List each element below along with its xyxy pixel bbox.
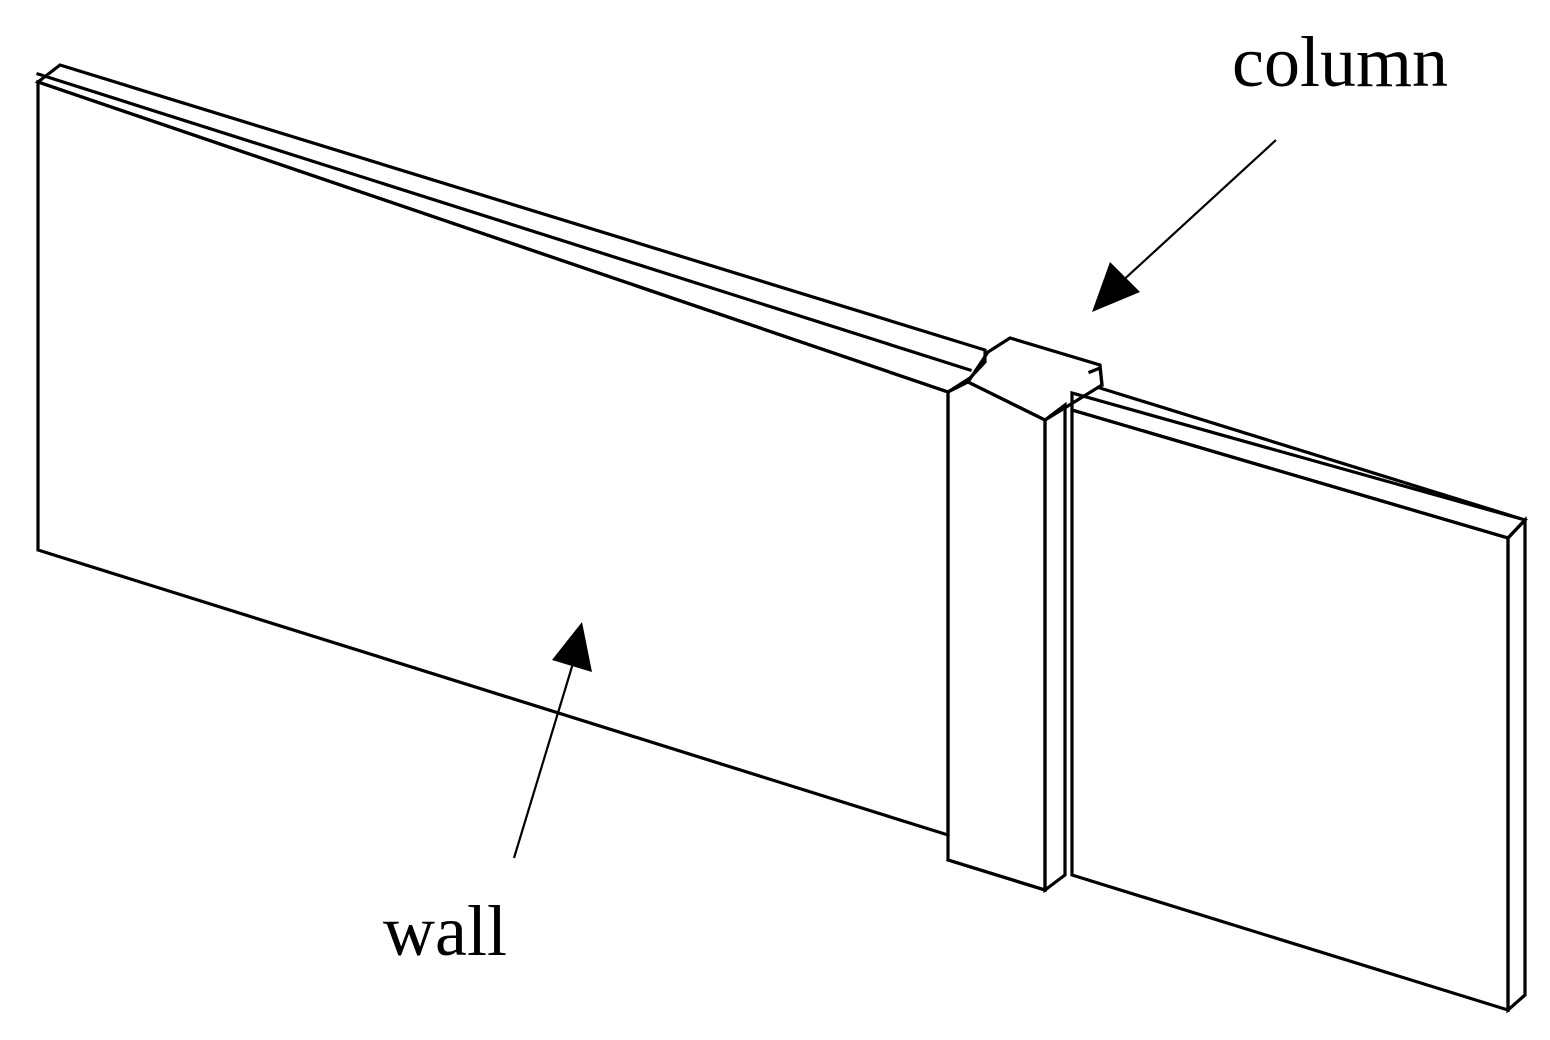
- right-wall-top-face: [1070, 390, 1528, 540]
- column-top-face: [965, 336, 1104, 422]
- column-top-notch: [1087, 365, 1104, 387]
- column-side-face: [1043, 401, 1067, 894]
- column-bottom-edge: [945, 857, 1048, 893]
- column-arrow-head: [1092, 262, 1140, 312]
- right-wall-front-face: [1070, 407, 1510, 1013]
- column-front-face: [946, 380, 1047, 893]
- column: [945, 336, 1104, 894]
- right-wall-panel: [1070, 385, 1528, 1014]
- right-wall-side-face: [1506, 515, 1527, 1014]
- column-arrow: [1092, 139, 1277, 312]
- left-wall-top-face: [34, 63, 987, 394]
- right-wall-top-inner-edge: [1097, 385, 1528, 523]
- left-wall-front-face: [36, 79, 950, 838]
- column-label: column: [1232, 22, 1448, 102]
- left-wall-panel: [34, 63, 987, 838]
- left-wall-top-inner-edge: [35, 71, 973, 373]
- column-arrow-shaft: [1117, 139, 1277, 286]
- wall-label: wall: [383, 891, 507, 971]
- wall-arrow: [512, 622, 592, 859]
- wall-arrow-shaft: [512, 659, 576, 859]
- wall-arrow-head: [552, 622, 592, 672]
